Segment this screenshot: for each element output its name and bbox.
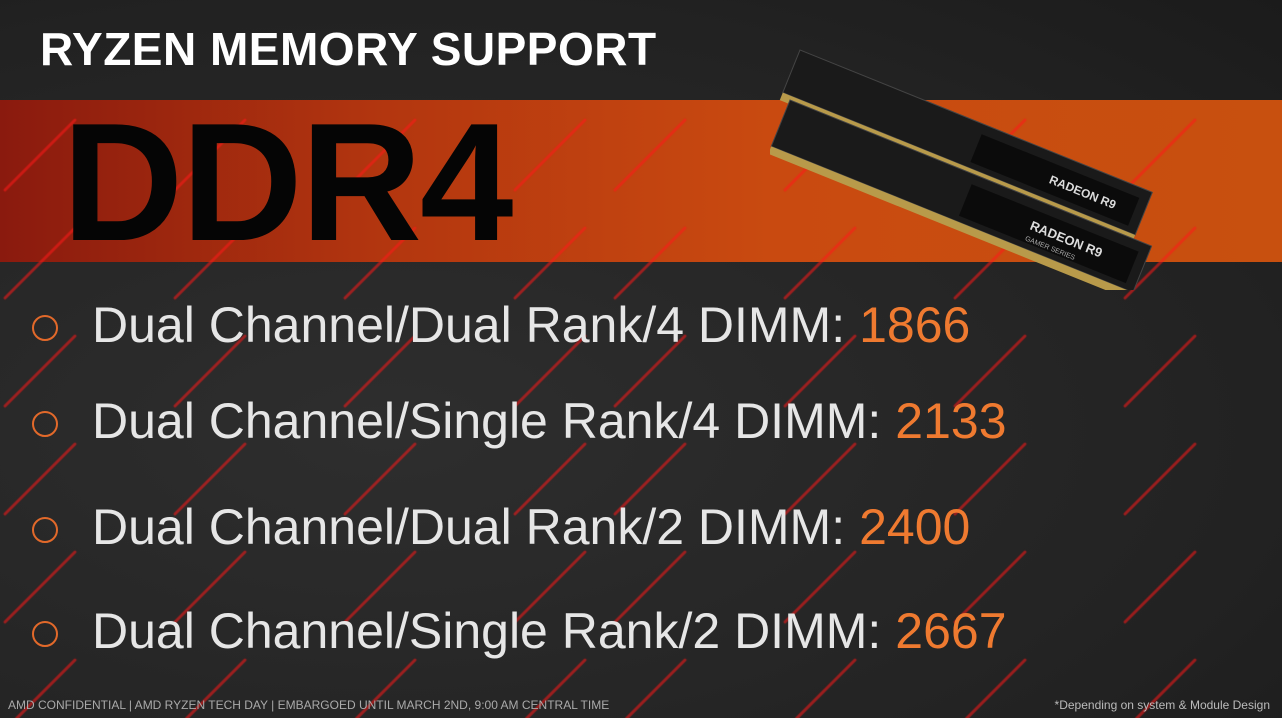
bullet-value: 2400 — [859, 499, 971, 555]
bullet-item: Dual Channel/Dual Rank/4 DIMM: 1866 — [32, 296, 970, 354]
bullet-value: 1866 — [859, 297, 971, 353]
bullet-item: Dual Channel/Dual Rank/2 DIMM: 2400 — [32, 498, 970, 556]
bullet-value: 2133 — [895, 393, 1007, 449]
bullet-value: 2667 — [895, 603, 1007, 659]
ddr4-headline: DDR4 — [62, 88, 513, 276]
confidential-footer: AMD CONFIDENTIAL | AMD RYZEN TECH DAY | … — [8, 698, 610, 712]
ram-modules-image: RADEON R9 RADEON R9 GAMER SERIES — [770, 49, 1153, 290]
bullet-label: Dual Channel/Dual Rank/4 DIMM: — [92, 297, 846, 353]
slide-title: RYZEN MEMORY SUPPORT — [40, 23, 657, 75]
circle-bullet-icon — [32, 315, 58, 341]
footnote: *Depending on system & Module Design — [1054, 698, 1270, 712]
circle-bullet-icon — [32, 517, 58, 543]
bullet-label: Dual Channel/Dual Rank/2 DIMM: — [92, 499, 846, 555]
bullet-label: Dual Channel/Single Rank/2 DIMM: — [92, 603, 882, 659]
bullet-label: Dual Channel/Single Rank/4 DIMM: — [92, 393, 882, 449]
circle-bullet-icon — [32, 411, 58, 437]
circle-bullet-icon — [32, 621, 58, 647]
bullet-item: Dual Channel/Single Rank/4 DIMM: 2133 — [32, 392, 1007, 450]
bullet-item: Dual Channel/Single Rank/2 DIMM: 2667 — [32, 602, 1007, 660]
